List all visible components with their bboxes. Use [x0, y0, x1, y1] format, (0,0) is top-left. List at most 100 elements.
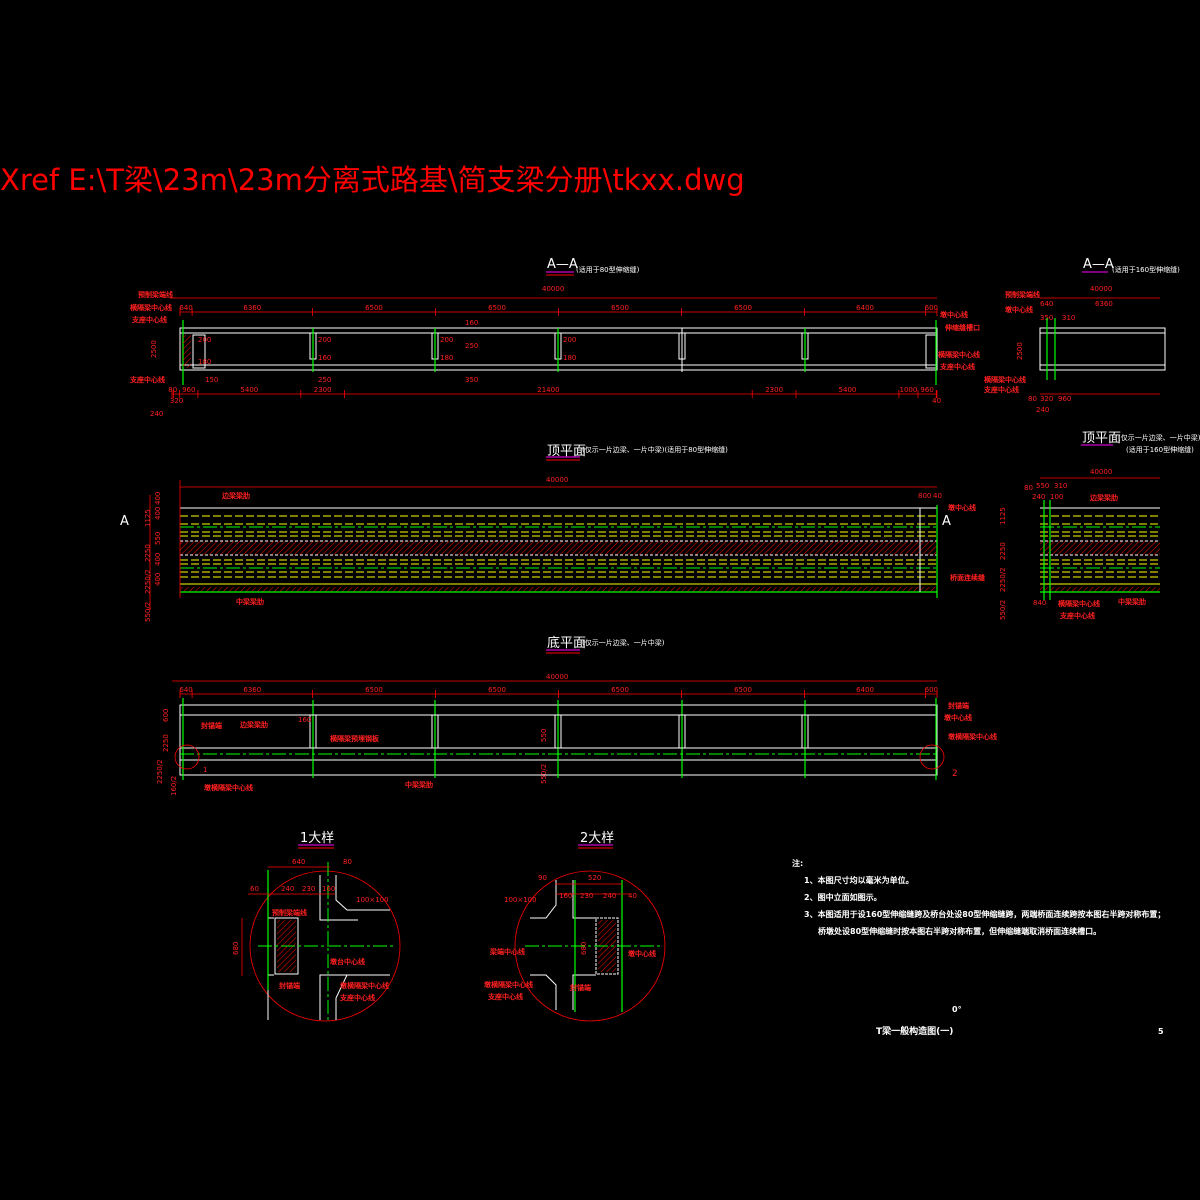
section-aa-160: A—A (适用于160型伸缩缝) 40000 640 6360 350 310 … — [983, 257, 1180, 414]
dim-value: 180 — [563, 354, 576, 362]
label: 墩中心线 — [944, 713, 972, 722]
dim-value: 400 — [154, 573, 162, 586]
dim: 100×100 — [504, 896, 537, 904]
dim: 80 — [1028, 395, 1037, 403]
dim-value: 40 — [932, 397, 941, 405]
label: 梁端中心线 — [489, 947, 525, 956]
dim: 240 — [603, 892, 616, 900]
dim-value: 550 — [154, 532, 162, 545]
subtitle: (适用于160型伸缩缝) — [1126, 445, 1194, 454]
notes: 注: 1、本图尺寸均以毫米为单位。 2、图中立面如图示。 3、本图适用于设160… — [792, 858, 1165, 936]
dim: 520 — [588, 874, 601, 882]
diaphragm — [678, 714, 686, 749]
section-aa-160-subtitle: (适用于160型伸缩缝) — [1112, 265, 1180, 274]
label: 边梁梁肋 — [1089, 493, 1118, 502]
dim-value: 6360 — [243, 304, 261, 312]
dim: 160/2 — [170, 776, 178, 796]
dim: 80 — [343, 858, 352, 866]
dim: 2250/2 — [999, 567, 1007, 592]
dim: 550 — [1036, 482, 1049, 490]
dim-value: 2250/2 — [144, 569, 152, 594]
label: 支座中心线 — [1059, 611, 1095, 620]
dim-value: 200 — [198, 336, 211, 344]
bottom-plan-subtitle: (仅示一片边梁、一片中梁) — [582, 638, 665, 647]
label: 边梁梁肋 — [239, 720, 268, 729]
note-item: 1、本图尺寸均以毫米为单位。 — [804, 875, 914, 885]
edge-hatch — [180, 587, 937, 592]
dim-value: 2300 — [765, 386, 783, 394]
diaphragms — [182, 320, 937, 385]
dim: 40 — [628, 892, 637, 900]
dim: 640 — [1040, 300, 1053, 308]
label: 预制梁端线 — [1005, 290, 1040, 299]
dim: 40 — [933, 492, 942, 500]
dim-value: 6500 — [611, 304, 629, 312]
dim: 160 — [322, 885, 335, 893]
detail-2: 2大样 90 520 160 230 240 40 100×100 680 梁端… — [484, 831, 666, 1022]
dim-total: 40000 — [1090, 285, 1112, 293]
top-plan-160: 顶平面 (仅示一片边梁、一片中梁) (适用于160型伸缩缝) 40000 80 … — [999, 431, 1200, 620]
label: 横隔梁中心线 — [130, 303, 172, 312]
detail-callout-1[interactable] — [174, 744, 200, 770]
dim-value: 400 — [154, 553, 162, 566]
label: 封锚端 — [948, 701, 969, 710]
dim: 320 — [1040, 395, 1053, 403]
plan-lines — [1040, 500, 1160, 600]
dim-value: 960 — [920, 386, 933, 394]
dim-value: 6360 — [243, 686, 261, 694]
notes-heading: 注: — [792, 858, 803, 868]
xref-path: Xref E:\T梁\23m\23m分离式路基\简支梁分册\tkxx.dwg — [0, 163, 745, 197]
dim-value: 5400 — [839, 386, 857, 394]
joint-hatch — [180, 541, 937, 555]
title: 顶平面 — [1082, 431, 1121, 446]
dim-value: 6500 — [365, 304, 383, 312]
label: 横隔梁中心线 — [938, 350, 980, 359]
label: 中梁梁肋 — [405, 780, 433, 789]
dim: 960 — [1058, 395, 1071, 403]
dim: 240 — [281, 885, 294, 893]
label: 墩横隔梁中心线 — [948, 732, 997, 741]
dim-value: 320 — [170, 397, 183, 405]
plan-lines — [179, 480, 938, 598]
dim-value: 6500 — [734, 304, 752, 312]
detail-2-title: 2大样 — [580, 831, 614, 846]
dim: 160 — [298, 716, 311, 724]
dim-value: 400 — [154, 507, 162, 520]
label: 支座中心线 — [983, 385, 1019, 394]
joint-hatch — [1040, 541, 1160, 555]
dim: 310 — [1062, 314, 1075, 322]
section-mark-left: A — [120, 514, 129, 529]
dim-total: 40000 — [1090, 468, 1112, 476]
dim-value: 200 — [440, 336, 453, 344]
dim-height: 2500 — [150, 340, 158, 358]
dim-value: 5400 — [240, 386, 258, 394]
dim-total: 40000 — [546, 476, 568, 484]
dim-value: 550/2 — [144, 602, 152, 622]
dim: 230 — [302, 885, 315, 893]
detail-mark: 1 — [203, 766, 207, 774]
dim-value: 6400 — [856, 304, 874, 312]
dim-value: 200 — [563, 336, 576, 344]
dim: 680 — [232, 942, 240, 955]
dim-value: 80 — [168, 386, 177, 394]
title-block: 0° T梁一般构造图(一) 5 — [876, 1005, 1164, 1037]
label: 桥面连续缝 — [950, 573, 985, 582]
dim-value: 250 — [318, 376, 331, 384]
label: 墩横隔梁中心线 — [340, 981, 389, 990]
dim: 230 — [580, 892, 593, 900]
diaphragm — [801, 714, 809, 749]
section-aa-title: A—A — [547, 257, 578, 272]
dim-value: 21400 — [537, 386, 559, 394]
dim-value: 6400 — [856, 686, 874, 694]
dim-value: 180 — [440, 354, 453, 362]
dim: 240 — [1032, 493, 1045, 501]
dim-value: 250 — [465, 342, 478, 350]
dim-value: 160 — [465, 319, 478, 327]
dim-value: 200 — [318, 336, 331, 344]
diaphragm — [554, 714, 562, 749]
subtitle: (仅示一片边梁、一片中梁) — [1118, 433, 1200, 442]
detail-callout-2[interactable] — [919, 744, 945, 770]
